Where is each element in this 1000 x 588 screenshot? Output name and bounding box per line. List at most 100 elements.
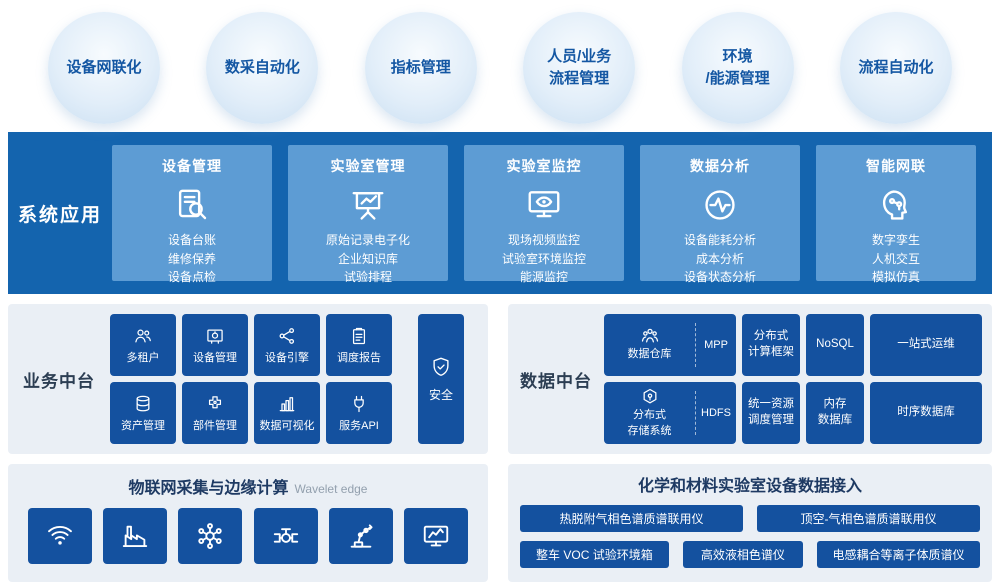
- card-title: 设备管理: [162, 158, 222, 174]
- card-line: 设备状态分析: [683, 270, 756, 285]
- bottom-row: 物联网采集与边缘计算 Wavelet edge: [8, 464, 992, 582]
- card-lines: 原始记录电子化 企业知识库 试验排程: [288, 231, 448, 287]
- tile-label: 设备管理: [193, 351, 237, 364]
- card-line: 维修保养: [167, 251, 216, 266]
- smart-head-icon: [816, 179, 976, 231]
- platform-row: 业务中台 多租户 设备管理 设备引擎 调度报告: [8, 304, 992, 454]
- card-lines: 现场视频监控 试验室环境监控 能源监控: [464, 231, 624, 287]
- tile-label: 资产管理: [121, 419, 165, 432]
- business-tile-grid: 多租户 设备管理 设备引擎 调度报告 资产管理: [110, 314, 392, 444]
- biz-tile-service-api: 服务API: [326, 382, 392, 444]
- app-card-lab-management: 实验室管理 原始记录电子化 企业知识库 试验排程: [288, 145, 448, 284]
- api-plug-icon: [349, 394, 369, 414]
- data-tile-timeseries-db: 时序数据库: [870, 382, 982, 444]
- combo-name-line: 分布式: [633, 409, 666, 422]
- capability-bubble-kpi-management: 指标管理: [364, 12, 477, 124]
- iot-subtitle-text: Wavelet edge: [294, 482, 368, 496]
- card-lines: 数字孪生 人机交互 模拟仿真: [816, 231, 976, 287]
- tile-line: NoSQL: [816, 338, 854, 351]
- card-line: 能源监控: [519, 270, 568, 285]
- combo-left: 数据仓库: [604, 314, 695, 376]
- bubble-label: 流程管理: [549, 70, 610, 87]
- card-line: 设备台账: [167, 233, 216, 247]
- data-tile-nosql: NoSQL: [806, 314, 864, 376]
- wifi-sensor-icon: [45, 521, 75, 551]
- iot-title-text: 物联网采集与边缘计算: [128, 480, 289, 497]
- iot-tile-sensor: [28, 508, 92, 564]
- data-tile-unified-resource-scheduling: 统一资源 调度管理: [742, 382, 800, 444]
- tile-line: 统一资源: [748, 398, 794, 411]
- card-line: 人机交互: [871, 251, 920, 266]
- system-app-cards: 设备管理 设备台账 维修保养 设备点检 实验室管理 原始记录电子化 企业知识库: [112, 132, 992, 294]
- group-icon: [640, 326, 660, 346]
- iot-tile-monitor: [403, 508, 468, 564]
- robot-arm-icon: [346, 521, 376, 551]
- capability-bubble-people-process: 人员/业务 流程管理: [523, 12, 636, 124]
- lab-tile-headspace-gcms: 顶空-气相色谱质谱联用仪: [757, 505, 980, 532]
- data-platform-panel: 数据中台 数据仓库 MPP 分布式 计算框架 NoSQL: [508, 304, 992, 454]
- bubble-label: 设备网联化: [66, 59, 142, 77]
- card-title: 实验室管理: [330, 158, 406, 174]
- valve-icon: [271, 521, 301, 551]
- iot-tile-robot-arm: [328, 508, 393, 564]
- network-globe-icon: [195, 521, 225, 551]
- tile-label: 设备引擎: [265, 351, 309, 364]
- card-lines: 设备台账 维修保养 设备点检: [112, 231, 272, 287]
- card-line: 设备点检: [167, 270, 216, 285]
- shield-icon: [430, 356, 452, 378]
- combo-name-line: 数据仓库: [627, 348, 672, 361]
- hexagon-node-icon: [640, 387, 660, 407]
- tile-line: 数据库: [817, 414, 853, 426]
- lab-row-1: 热脱附气相色谱质谱联用仪 顶空-气相色谱质谱联用仪: [520, 505, 980, 532]
- section-label-system-apps: 系统应用: [17, 204, 102, 226]
- biz-tile-asset-management: 资产管理: [110, 382, 176, 444]
- app-card-equipment-management: 设备管理 设备台账 维修保养 设备点检: [112, 145, 272, 284]
- database-icon: [133, 394, 153, 414]
- iot-tile-valve: [253, 508, 318, 564]
- bubble-label: 数采自动化: [224, 59, 300, 77]
- data-tile-one-stop-ops: 一站式运维: [870, 314, 982, 376]
- system-apps-section: 系统应用 设备管理 设备台账 维修保养 设备点检 实验室管理: [8, 132, 992, 294]
- app-card-lab-monitoring: 实验室监控 现场视频监控 试验室环境监控 能源监控: [464, 145, 624, 284]
- card-title: 实验室监控: [506, 158, 582, 174]
- tile-line: 计算框架: [748, 346, 794, 358]
- card-line: 企业知识库: [337, 251, 398, 266]
- card-line: 成本分析: [695, 251, 744, 266]
- data-tile-distributed-compute: 分布式 计算框架: [742, 314, 800, 376]
- tile-label: 部件管理: [193, 419, 237, 432]
- combo-tag: HDFS: [701, 407, 731, 419]
- tile-label: 服务API: [339, 419, 379, 432]
- card-line: 数字孪生: [871, 233, 920, 247]
- tile-label: 多租户: [126, 351, 160, 364]
- biz-tile-dispatch-report: 调度报告: [326, 314, 392, 376]
- app-card-intelligent-connectivity: 智能网联 数字孪生 人机交互 模拟仿真: [816, 145, 976, 284]
- factory-icon: [120, 521, 150, 551]
- business-platform-label: 业务中台: [23, 371, 95, 391]
- dashed-divider: [695, 323, 696, 367]
- bubble-label: 指标管理: [390, 59, 451, 77]
- capability-bubble-process-automation: 流程自动化: [839, 12, 952, 124]
- bubble-label: 环境: [722, 48, 753, 66]
- capability-row: 设备网联化 数采自动化 指标管理 人员/业务 流程管理 环境 /能源管理 流程自…: [0, 0, 1000, 124]
- lab-tile-thermal-desorption-gcms: 热脱附气相色谱质谱联用仪: [520, 505, 743, 532]
- tile-label: 安全: [428, 387, 453, 402]
- card-line: 原始记录电子化: [325, 233, 410, 247]
- dashed-divider: [695, 391, 696, 435]
- tile-label: 调度报告: [337, 351, 381, 364]
- bubble-label: 人员/业务: [547, 48, 612, 66]
- biz-tile-device-engine: 设备引擎: [254, 314, 320, 376]
- iot-edge-panel: 物联网采集与边缘计算 Wavelet edge: [8, 464, 488, 582]
- combo-name-line: 存储系统: [627, 425, 672, 437]
- combo-tag: MPP: [704, 339, 728, 351]
- bubble-label: /能源管理: [705, 70, 770, 87]
- card-line: 模拟仿真: [871, 270, 920, 285]
- business-platform-panel: 业务中台 多租户 设备管理 设备引擎 调度报告: [8, 304, 488, 454]
- data-tile-grid: 数据仓库 MPP 分布式 计算框架 NoSQL 一站式运维: [604, 314, 982, 444]
- biz-tile-parts-management: 部件管理: [182, 382, 248, 444]
- card-title: 数据分析: [690, 158, 750, 174]
- card-lines: 设备能耗分析 成本分析 设备状态分析: [640, 231, 800, 287]
- iot-tiles: [22, 508, 474, 564]
- iot-tile-network: [178, 508, 243, 564]
- data-tile-distributed-storage-hdfs: 分布式 存储系统 HDFS: [604, 382, 736, 444]
